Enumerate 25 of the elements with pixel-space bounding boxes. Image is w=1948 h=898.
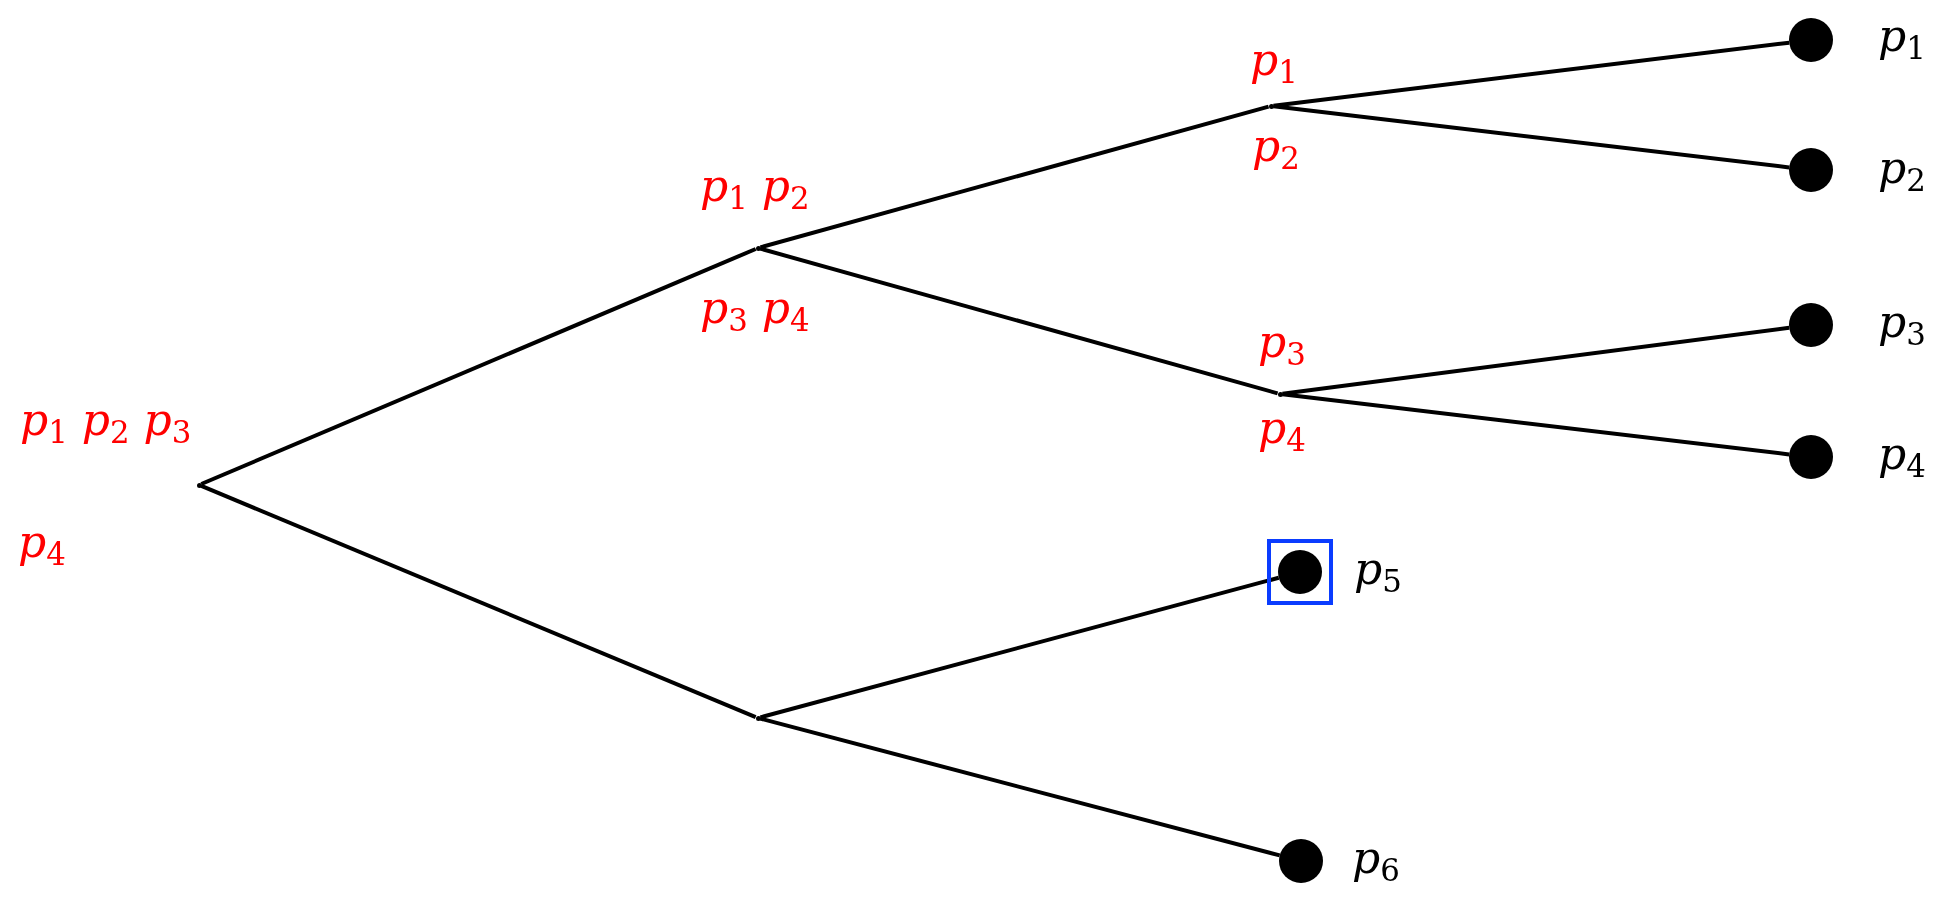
branch-line bbox=[759, 575, 1280, 720]
branch-line bbox=[200, 247, 757, 486]
point-label: p$_{5}$ bbox=[1354, 547, 1402, 597]
set-label: p$_{2}$ bbox=[1252, 124, 1300, 174]
junction-point bbox=[755, 715, 761, 721]
branch-line bbox=[1282, 392, 1790, 457]
set-label: p$_{4}$ bbox=[18, 520, 66, 570]
set-label: p$_{1}$ bbox=[1250, 38, 1298, 88]
point-label: p$_{6}$ bbox=[1352, 836, 1400, 886]
point-label: p$_{2}$ bbox=[1878, 146, 1926, 196]
branch-line bbox=[1273, 40, 1790, 108]
point-label: p$_{3}$ bbox=[1878, 300, 1926, 350]
set-label: p$_{1}$ p$_{2}$ bbox=[700, 164, 810, 214]
set-label: p$_{3}$ p$_{4}$ bbox=[700, 286, 810, 336]
branch-line bbox=[759, 246, 1279, 396]
branch-line bbox=[200, 484, 757, 719]
set-label: p$_{4}$ bbox=[1258, 406, 1306, 456]
branch-line bbox=[759, 716, 1281, 858]
set-label: p$_{3}$ bbox=[1258, 320, 1306, 370]
branch-line bbox=[759, 104, 1270, 250]
branch-line bbox=[1273, 104, 1790, 170]
point-label: p$_{4}$ bbox=[1878, 432, 1926, 482]
point-label: p$_{1}$ bbox=[1878, 14, 1926, 64]
set-label: p$_{1}$ p$_{2}$ p$_{3}$ bbox=[20, 398, 192, 448]
branch-line bbox=[1282, 325, 1790, 396]
